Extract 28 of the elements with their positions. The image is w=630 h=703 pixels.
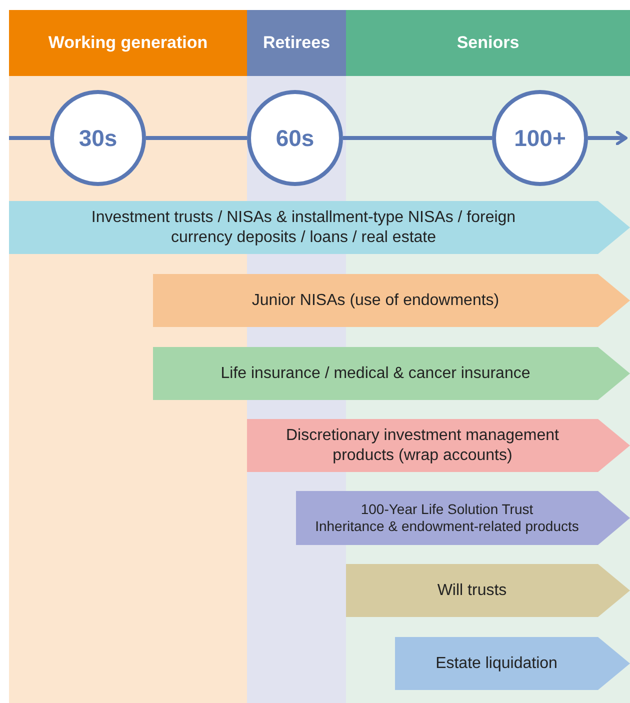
header-label: Working generation	[48, 32, 208, 54]
column-header	[346, 10, 630, 76]
column-header	[247, 10, 346, 76]
timeline-arrow	[588, 130, 628, 146]
product-label: 100-Year Life Solution Trust	[360, 500, 534, 518]
age-label: 100+	[514, 124, 566, 153]
product-label: Inheritance & endowment-related products	[315, 518, 579, 536]
product-banner	[346, 564, 630, 617]
product-banner	[9, 201, 630, 254]
product-label: Life insurance / medical & cancer insurance	[220, 364, 530, 384]
product-banner	[247, 419, 630, 472]
product-label: Junior NISAs (use of endowments)	[252, 290, 500, 310]
product-banner	[296, 491, 630, 545]
age-label: 60s	[276, 124, 314, 153]
product-banner	[395, 637, 630, 690]
product-label: Estate liquidation	[436, 654, 558, 674]
age-label: 30s	[78, 124, 118, 153]
timeline-line	[343, 136, 492, 140]
timeline-line	[146, 136, 247, 140]
column-header	[9, 10, 247, 76]
header-label: Retirees	[262, 32, 330, 54]
product-label: Investment trusts / NISAs & installment-type NISAs / foreign currency deposits / loans / real estate	[90, 208, 517, 248]
timeline-line	[9, 136, 50, 140]
header-label: Seniors	[456, 32, 520, 54]
product-banner	[153, 274, 630, 327]
product-label: Will trusts	[437, 580, 507, 600]
product-label: Discretionary investment management products (wrap accounts)	[284, 426, 560, 466]
product-banner	[153, 347, 630, 400]
